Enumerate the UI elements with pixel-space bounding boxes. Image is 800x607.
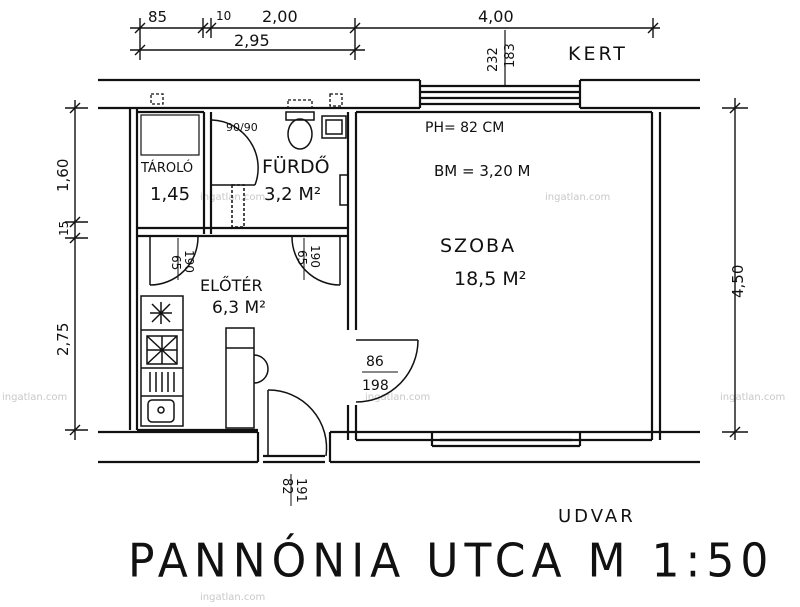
dim-295: 2,95: [234, 31, 270, 50]
watermark: ingatlan.com: [720, 392, 785, 403]
dim-200: 2,00: [262, 7, 298, 26]
dim-15: 15: [57, 221, 71, 236]
kitchen: [140, 295, 184, 427]
entry-door-w: 82: [279, 478, 294, 495]
tarolo-door-h: 190: [182, 250, 196, 273]
kert-label: KERT: [568, 43, 628, 65]
watermark: ingatlan.com: [2, 392, 67, 403]
watermark: ingatlan.com: [200, 592, 265, 603]
dim-450: 4,50: [729, 265, 747, 298]
wardrobe: [225, 327, 269, 429]
dim-160: 1,60: [54, 159, 72, 192]
tarolo-area: 1,45: [150, 184, 190, 205]
tarolo-name: TÁROLÓ: [140, 160, 193, 176]
top-dimensions: [130, 18, 660, 60]
dim-400: 4,00: [478, 7, 514, 26]
furdo-name: FÜRDŐ: [262, 154, 330, 178]
door-label-90-90: 90/90: [226, 121, 258, 134]
dim-10: 10: [216, 9, 231, 23]
bath-door-w: 65: [295, 250, 309, 265]
udvar-label: UDVAR: [558, 506, 636, 527]
watermark: ingatlan.com: [365, 392, 430, 403]
bm-label: BM = 3,20 M: [434, 162, 530, 180]
bath-door-h: 190: [308, 245, 322, 268]
eloter-area: 6,3 M²: [212, 298, 266, 318]
left-dimensions: [65, 100, 88, 440]
dim-232: 232: [486, 47, 501, 72]
room-door-w: 86: [366, 354, 384, 370]
ph-label: PH= 82 CM: [425, 120, 504, 136]
dim-275: 2,75: [54, 323, 72, 356]
bath-fixtures: [211, 111, 349, 228]
szoba-area: 18,5 M²: [454, 268, 526, 290]
dim-183: 183: [503, 43, 518, 68]
furdo-area: 3,2 M²: [264, 184, 321, 205]
plan-title: PANNÓNIA UTCA M 1:50: [128, 534, 775, 589]
doors: [149, 236, 419, 457]
walls: [98, 78, 700, 464]
entry-door-h: 191: [293, 478, 308, 503]
eloter-name: ELŐTÉR: [200, 275, 263, 295]
room-door-h: 198: [362, 378, 389, 394]
dim-85: 85: [148, 8, 167, 26]
right-dimensions: [722, 98, 748, 440]
watermark: ingatlan.com: [545, 192, 610, 203]
szoba-name: SZOBA: [440, 235, 516, 257]
tarolo-door-w: 65: [169, 255, 183, 270]
